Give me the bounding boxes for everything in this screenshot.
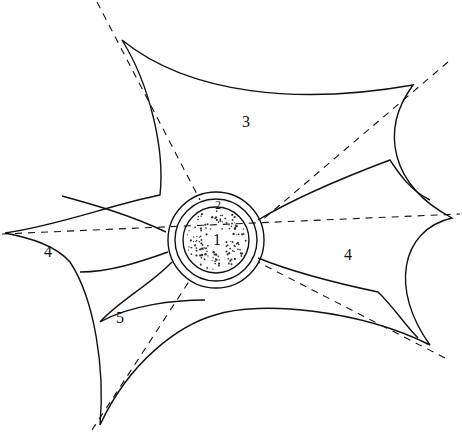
callout-number: 1: [213, 232, 221, 248]
callout-number: 4: [44, 244, 52, 260]
callout-number: 2: [215, 199, 221, 211]
callout-number: 4: [344, 247, 352, 263]
callout-number: 3: [242, 114, 250, 130]
callout-number: 5: [116, 310, 124, 326]
